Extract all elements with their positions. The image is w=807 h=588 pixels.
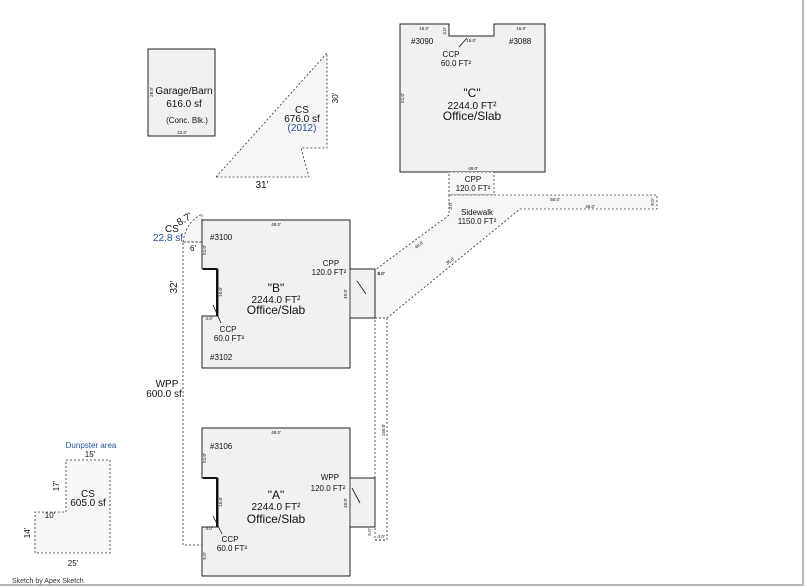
building-c-unit-right: #3088 (509, 37, 532, 46)
dumpster-dim-left: 17' (52, 480, 61, 491)
sidewalk[interactable]: Sidewalk 1150.0 FT² 50.0' 45.0' 8.0' 40.… (374, 194, 658, 319)
cs-top-name: CS (295, 105, 309, 116)
building-c-area: 2244.0 FT² (448, 101, 498, 112)
building-c-side-dim: 51.0' (400, 93, 405, 103)
building-c-ccp-area: 60.0 FT² (441, 59, 472, 68)
building-a-walk-bottom2: 5.0' (367, 528, 372, 535)
cs-triangle[interactable]: CS 676.0 sf (2012) 30' 31' (215, 51, 340, 191)
dumpster-area: 605.0 sf (70, 498, 106, 509)
cs-small-dim-b: 6' (190, 244, 196, 253)
garage-note: (Conc. Blk.) (166, 116, 208, 125)
dumpster-name: CS (81, 489, 95, 500)
building-c-top-dim-center: 16.0' (466, 38, 476, 43)
cs-small-name: CS (165, 224, 179, 235)
building-b-area: 2244.0 FT² (252, 295, 302, 306)
building-c[interactable]: 16.0' 16.0' 16.0' 4.0' #3090 #3088 CCP 6… (399, 23, 546, 173)
building-a-wpp-area: 120.0 FT² (311, 484, 346, 493)
building-a-ccp-side: 15.0' (218, 497, 223, 507)
building-a-wpp-side: 40.0' (343, 498, 348, 508)
cpp-c-name: CPP (465, 175, 481, 184)
wpp-name: WPP (156, 379, 179, 390)
building-b-ccp-dim: 4.0' (205, 316, 212, 321)
wpp-walkway[interactable]: 32' WPP 600.0 sf (146, 241, 202, 546)
building-a-unit-top: #3106 (210, 442, 233, 451)
building-a-top-dim: 48.0' (271, 430, 281, 435)
building-b-unit-bottom: #3102 (210, 353, 233, 362)
dumpster-dim-low: 14' (23, 527, 32, 538)
building-c-notch-dim: 4.0' (442, 27, 447, 34)
building-c-type: Office/Slab (443, 109, 502, 123)
garage-name: Garage/Barn (155, 86, 212, 97)
sidewalk-dim4: 35.0' (445, 256, 456, 266)
building-a-wpp-label: WPP (321, 473, 339, 482)
building-c-ccp-label: CCP (443, 50, 460, 59)
building-b-unit-top: #3100 (210, 233, 233, 242)
building-c-name: "C" (463, 86, 480, 100)
wpp-area: 600.0 sf (146, 389, 182, 400)
building-a-walk-dim: 150.0' (381, 424, 386, 436)
building-b-type: Office/Slab (247, 303, 306, 317)
dumpster-dim-top: 15' (85, 450, 96, 459)
building-b-cpp-side: 40.0' (343, 289, 348, 299)
cpp-c-area: 120.0 FT² (456, 184, 491, 193)
building-b-cpp-area: 120.0 FT² (312, 268, 347, 277)
dumpster-cs[interactable]: Dunpster area 15' 17' CS 605.0 sf 10' 14… (23, 441, 117, 568)
cpp-c[interactable]: CPP 120.0 FT² (448, 171, 495, 196)
cs-top-area: 676.0 sf (284, 114, 320, 125)
sidewalk-area: 1150.0 FT² (458, 217, 497, 226)
building-c-bottom-dim: 48.0' (468, 166, 478, 171)
building-a-ccp-label: CCP (222, 535, 239, 544)
building-a-name: "A" (268, 488, 285, 502)
sidewalk-dim1: 50.0' (550, 197, 560, 202)
cs-top-dim-side: 30' (331, 92, 340, 103)
building-a-walk-bottom: 4.0' (377, 534, 384, 539)
building-a-area: 2244.0 FT² (252, 502, 302, 513)
cs-top-year: (2012) (288, 123, 317, 134)
wpp-dim: 32' (169, 280, 180, 293)
sidewalk-dim7: 3.0' (448, 202, 453, 209)
building-b-ccp-area: 60.0 FT² (214, 334, 245, 343)
sidewalk-dim2: 45.0' (585, 204, 595, 209)
building-b[interactable]: 48.0' #3100 51.0' 15.0' 4.0' CCP 60.0 FT… (201, 219, 385, 369)
building-b-ccp-side: 15.0' (218, 287, 223, 297)
building-a-type: Office/Slab (247, 512, 306, 526)
building-a-side-dim: 51.0' (202, 453, 207, 463)
building-a-ccp-dim: 4.0' (205, 526, 212, 531)
long-walkway[interactable]: 150.0' 4.0' 5.0' (367, 317, 388, 541)
building-b-ccp-label: CCP (220, 325, 237, 334)
dumpster-label: Dunpster area (66, 441, 117, 450)
building-c-top-dim-left: 16.0' (419, 26, 429, 31)
building-b-cpp-dim: 4.0' (377, 271, 384, 276)
garage-top-dim: 22.0' (177, 130, 187, 135)
cs-top-dim-bottom: 31' (255, 180, 268, 191)
building-c-top-dim-right: 16.0' (516, 26, 526, 31)
sidewalk-name: Sidewalk (461, 208, 494, 217)
sidewalk-dim3: 40.0' (414, 240, 425, 250)
building-b-side-dim: 51.0' (202, 245, 207, 255)
building-a-walk-side: 5.0' (202, 552, 207, 559)
garage-area: 616.0 sf (166, 99, 202, 110)
cs-small[interactable]: CS 22.8 sf 8.7' 6' (153, 211, 203, 253)
sidewalk-dim5: 8.0' (650, 198, 655, 205)
dumpster-dim-bottom: 25' (68, 559, 79, 568)
dumpster-dim-mid: 10' (45, 511, 56, 520)
footer-credit: Sketch by Apex Sketch (12, 578, 84, 585)
garage-barn[interactable]: Garage/Barn 616.0 sf (Conc. Blk.) 22.0' … (147, 48, 216, 137)
building-b-cpp-label: CPP (323, 259, 339, 268)
building-a-ccp-area: 60.0 FT² (217, 544, 248, 553)
building-b-top-dim: 48.0' (271, 222, 281, 227)
sidewalk-dim6: 5.0' (377, 271, 384, 276)
building-b-name: "B" (268, 281, 285, 295)
garage-side-dim: 28.0' (149, 87, 154, 97)
building-c-unit-left: #3090 (411, 37, 434, 46)
building-a[interactable]: 48.0' #3106 51.0' 15.0' 4.0' CCP 60.0 FT… (201, 427, 376, 577)
cs-small-area: 22.8 sf (153, 233, 183, 244)
